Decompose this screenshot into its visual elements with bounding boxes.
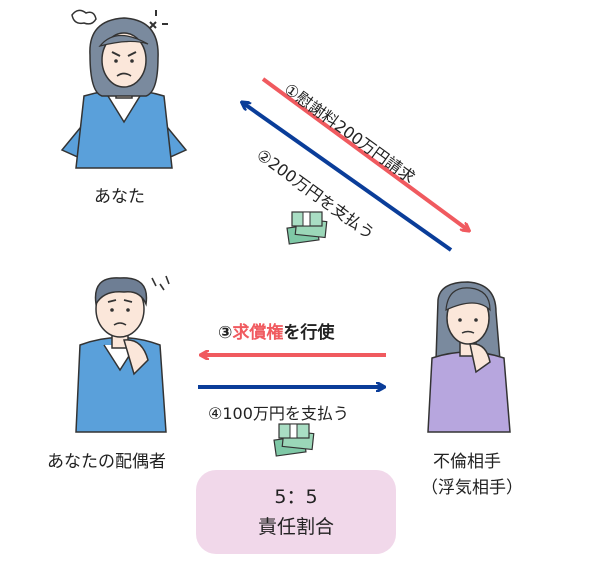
ratio-value: 5：5 (274, 486, 318, 508)
worried-man-illustration (75, 275, 170, 433)
ratio-label: 責任割合 (257, 516, 334, 538)
you-label: あなた (94, 187, 145, 207)
responsibility-ratio-box: 5：5 責任割合 (196, 470, 396, 554)
exercise-term: 求償権 (232, 323, 284, 343)
partner-sublabel: （浮気相手） (421, 478, 523, 498)
thinking-woman-illustration (427, 281, 511, 433)
exercise-number: ③ (218, 323, 233, 343)
claim-arrow (261, 77, 468, 230)
angry-woman-illustration (60, 9, 188, 169)
exercise-label: ③求償権を行使 (218, 318, 334, 343)
pay-arrow (243, 103, 453, 252)
repay-label: ④100万円を支払う (208, 404, 349, 423)
money-stack-icon (273, 423, 315, 457)
spouse-label: あなたの配偶者 (47, 452, 166, 472)
exercise-rest: を行使 (283, 323, 335, 343)
money-stack-icon (286, 211, 328, 245)
partner-label: 不倫相手 (433, 452, 501, 472)
